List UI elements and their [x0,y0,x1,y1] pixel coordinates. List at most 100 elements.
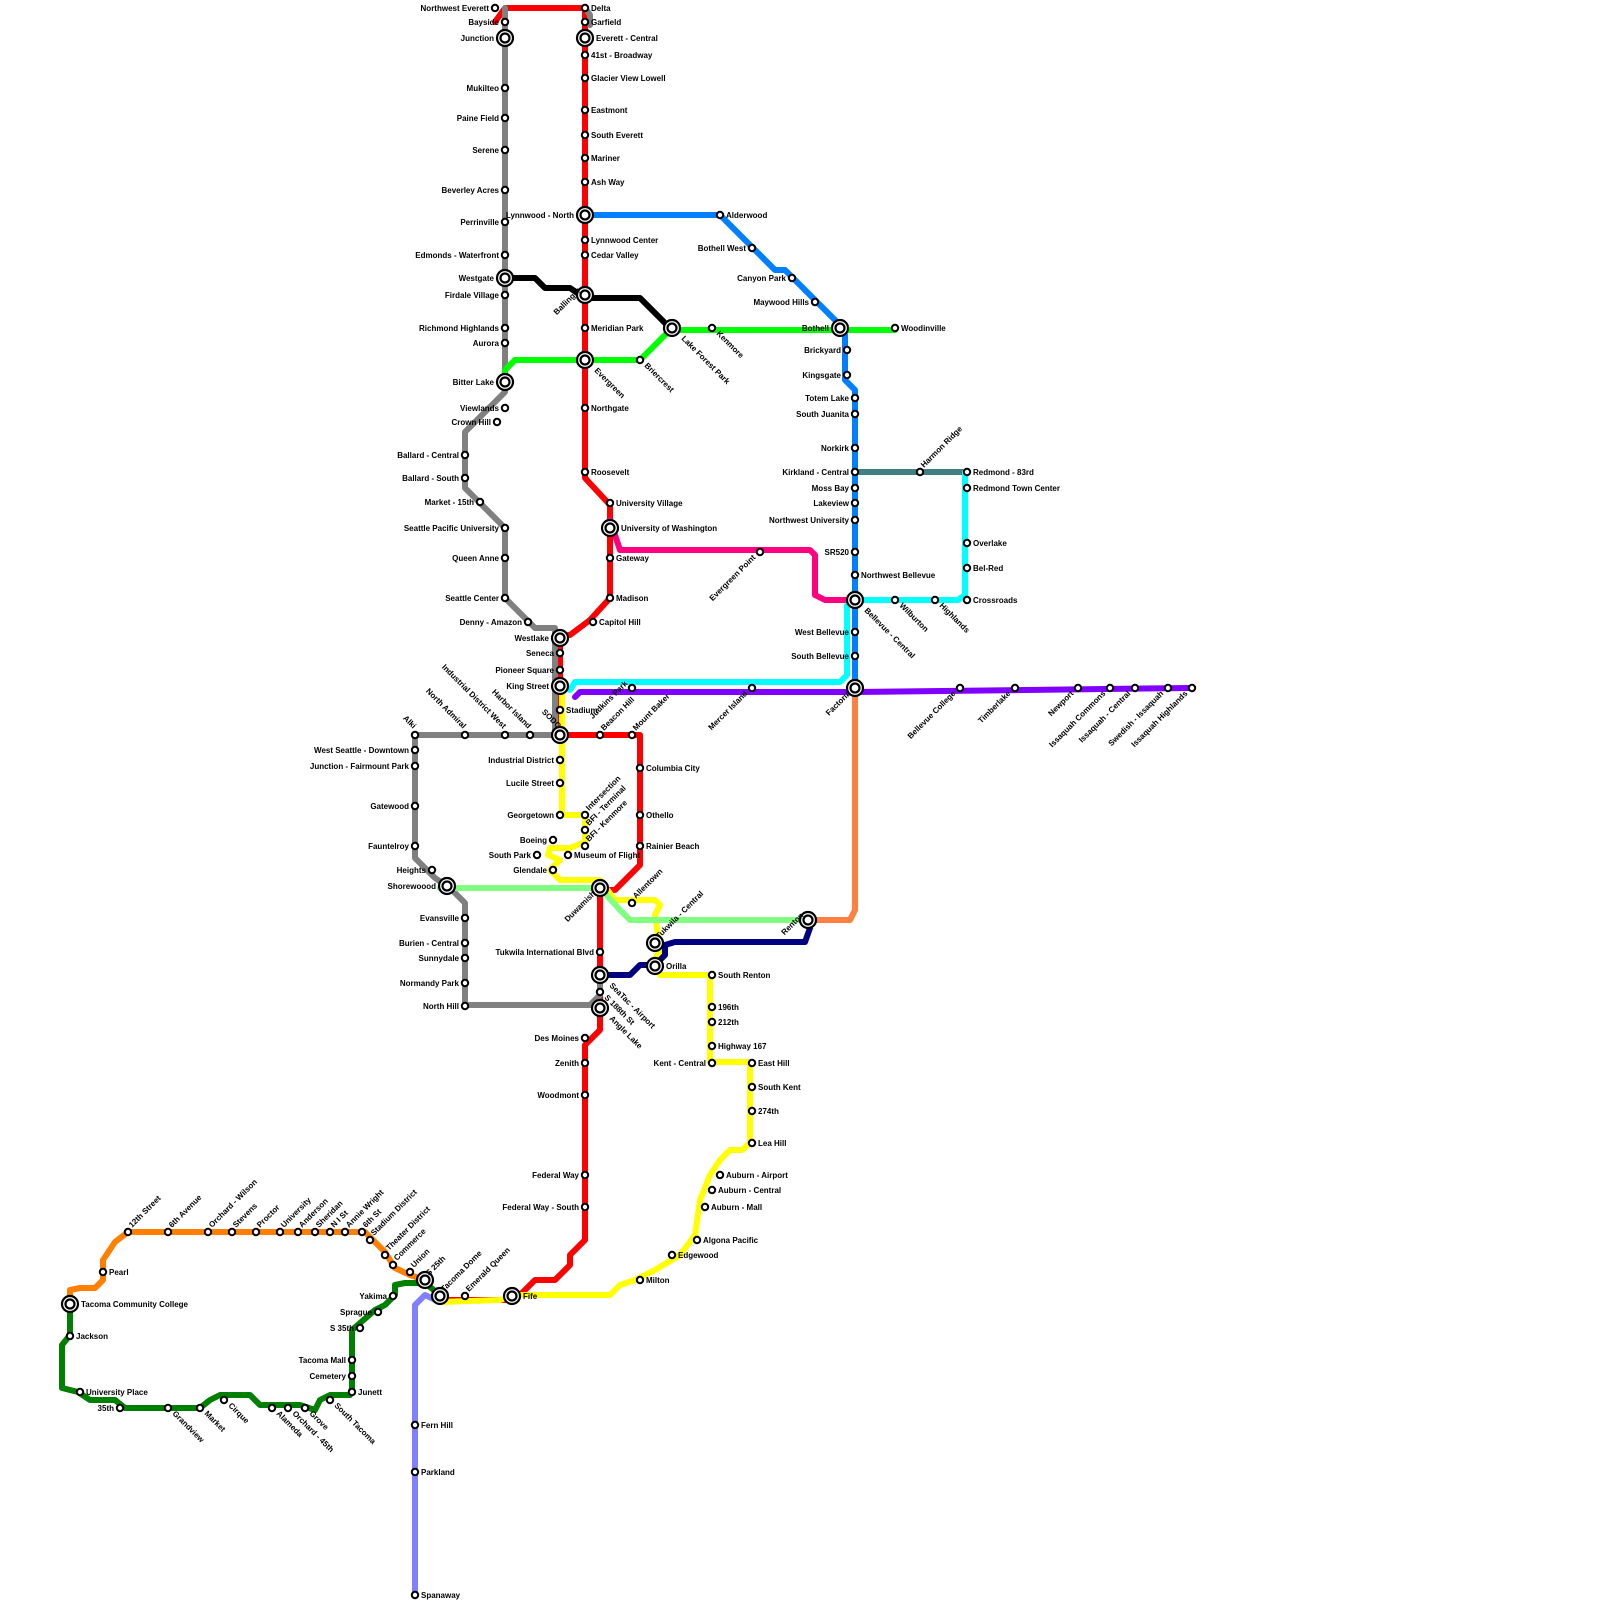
station-marker[interactable] [852,549,858,555]
station-marker[interactable] [844,372,850,378]
station-marker[interactable] [412,732,418,738]
station-marker[interactable] [637,1277,643,1283]
station-marker[interactable] [1107,685,1113,691]
station-marker[interactable] [749,685,755,691]
station-marker[interactable] [462,940,468,946]
station-marker[interactable] [527,732,533,738]
station-marker[interactable] [607,555,613,561]
station-marker[interactable] [77,1389,83,1395]
station-marker[interactable] [664,320,680,336]
station-marker[interactable] [602,520,618,536]
station-marker[interactable] [497,374,513,390]
station-marker[interactable] [892,597,898,603]
station-marker[interactable] [629,732,635,738]
station-marker[interactable] [382,1252,388,1258]
station-marker[interactable] [165,1229,171,1235]
station-marker[interactable] [349,1357,355,1363]
station-marker[interactable] [277,1229,283,1235]
station-marker[interactable] [749,1108,755,1114]
station-marker[interactable] [557,812,563,818]
station-marker[interactable] [477,499,483,505]
station-marker[interactable] [253,1229,259,1235]
station-marker[interactable] [852,572,858,578]
station-marker[interactable] [812,299,818,305]
station-marker[interactable] [502,187,508,193]
station-marker[interactable] [125,1229,131,1235]
station-marker[interactable] [221,1397,227,1403]
station-marker[interactable] [709,1060,715,1066]
station-marker[interactable] [717,1172,723,1178]
station-marker[interactable] [582,469,588,475]
station-marker[interactable] [749,1140,755,1146]
station-marker[interactable] [629,900,635,906]
station-marker[interactable] [597,989,603,995]
station-marker[interactable] [269,1405,275,1411]
station-marker[interactable] [917,469,923,475]
station-marker[interactable] [462,1003,468,1009]
station-marker[interactable] [852,500,858,506]
station-marker[interactable] [1075,685,1081,691]
station-marker[interactable] [462,452,468,458]
station-marker[interactable] [100,1269,106,1275]
station-marker[interactable] [749,1084,755,1090]
station-marker[interactable] [852,629,858,635]
station-marker[interactable] [582,1035,588,1041]
station-marker[interactable] [647,958,663,974]
station-marker[interactable] [582,179,588,185]
station-marker[interactable] [375,1309,381,1315]
station-marker[interactable] [892,325,898,331]
station-marker[interactable] [637,765,643,771]
station-marker[interactable] [462,915,468,921]
station-marker[interactable] [852,395,858,401]
station-marker[interactable] [557,667,563,673]
station-marker[interactable] [582,1092,588,1098]
station-marker[interactable] [847,592,863,608]
station-marker[interactable] [502,19,508,25]
station-marker[interactable] [577,352,593,368]
station-marker[interactable] [295,1229,301,1235]
station-marker[interactable] [502,732,508,738]
station-marker[interactable] [502,340,508,346]
station-marker[interactable] [582,1060,588,1066]
station-marker[interactable] [302,1405,308,1411]
station-marker[interactable] [749,1060,755,1066]
station-marker[interactable] [502,525,508,531]
station-marker[interactable] [582,5,588,11]
station-marker[interactable] [964,485,970,491]
station-marker[interactable] [557,780,563,786]
station-marker[interactable] [597,732,603,738]
station-marker[interactable] [637,843,643,849]
station-marker[interactable] [717,212,723,218]
station-marker[interactable] [502,115,508,121]
station-marker[interactable] [582,52,588,58]
station-marker[interactable] [669,1252,675,1258]
station-marker[interactable] [412,747,418,753]
station-marker[interactable] [390,1262,396,1268]
station-marker[interactable] [582,843,588,849]
station-marker[interactable] [582,19,588,25]
station-marker[interactable] [852,469,858,475]
station-marker[interactable] [577,207,593,223]
station-marker[interactable] [534,852,540,858]
station-marker[interactable] [327,1397,333,1403]
station-marker[interactable] [582,237,588,243]
station-marker[interactable] [582,252,588,258]
station-marker[interactable] [229,1229,235,1235]
station-marker[interactable] [165,1405,171,1411]
station-marker[interactable] [964,565,970,571]
station-marker[interactable] [565,852,571,858]
station-marker[interactable] [349,1373,355,1379]
station-marker[interactable] [502,292,508,298]
station-marker[interactable] [709,1019,715,1025]
station-marker[interactable] [550,867,556,873]
station-marker[interactable] [462,1293,468,1299]
station-marker[interactable] [852,653,858,659]
station-marker[interactable] [412,1422,418,1428]
station-marker[interactable] [494,419,500,425]
station-marker[interactable] [557,757,563,763]
station-marker[interactable] [525,619,531,625]
station-marker[interactable] [852,485,858,491]
station-marker[interactable] [552,727,568,743]
station-marker[interactable] [67,1333,73,1339]
station-marker[interactable] [502,147,508,153]
